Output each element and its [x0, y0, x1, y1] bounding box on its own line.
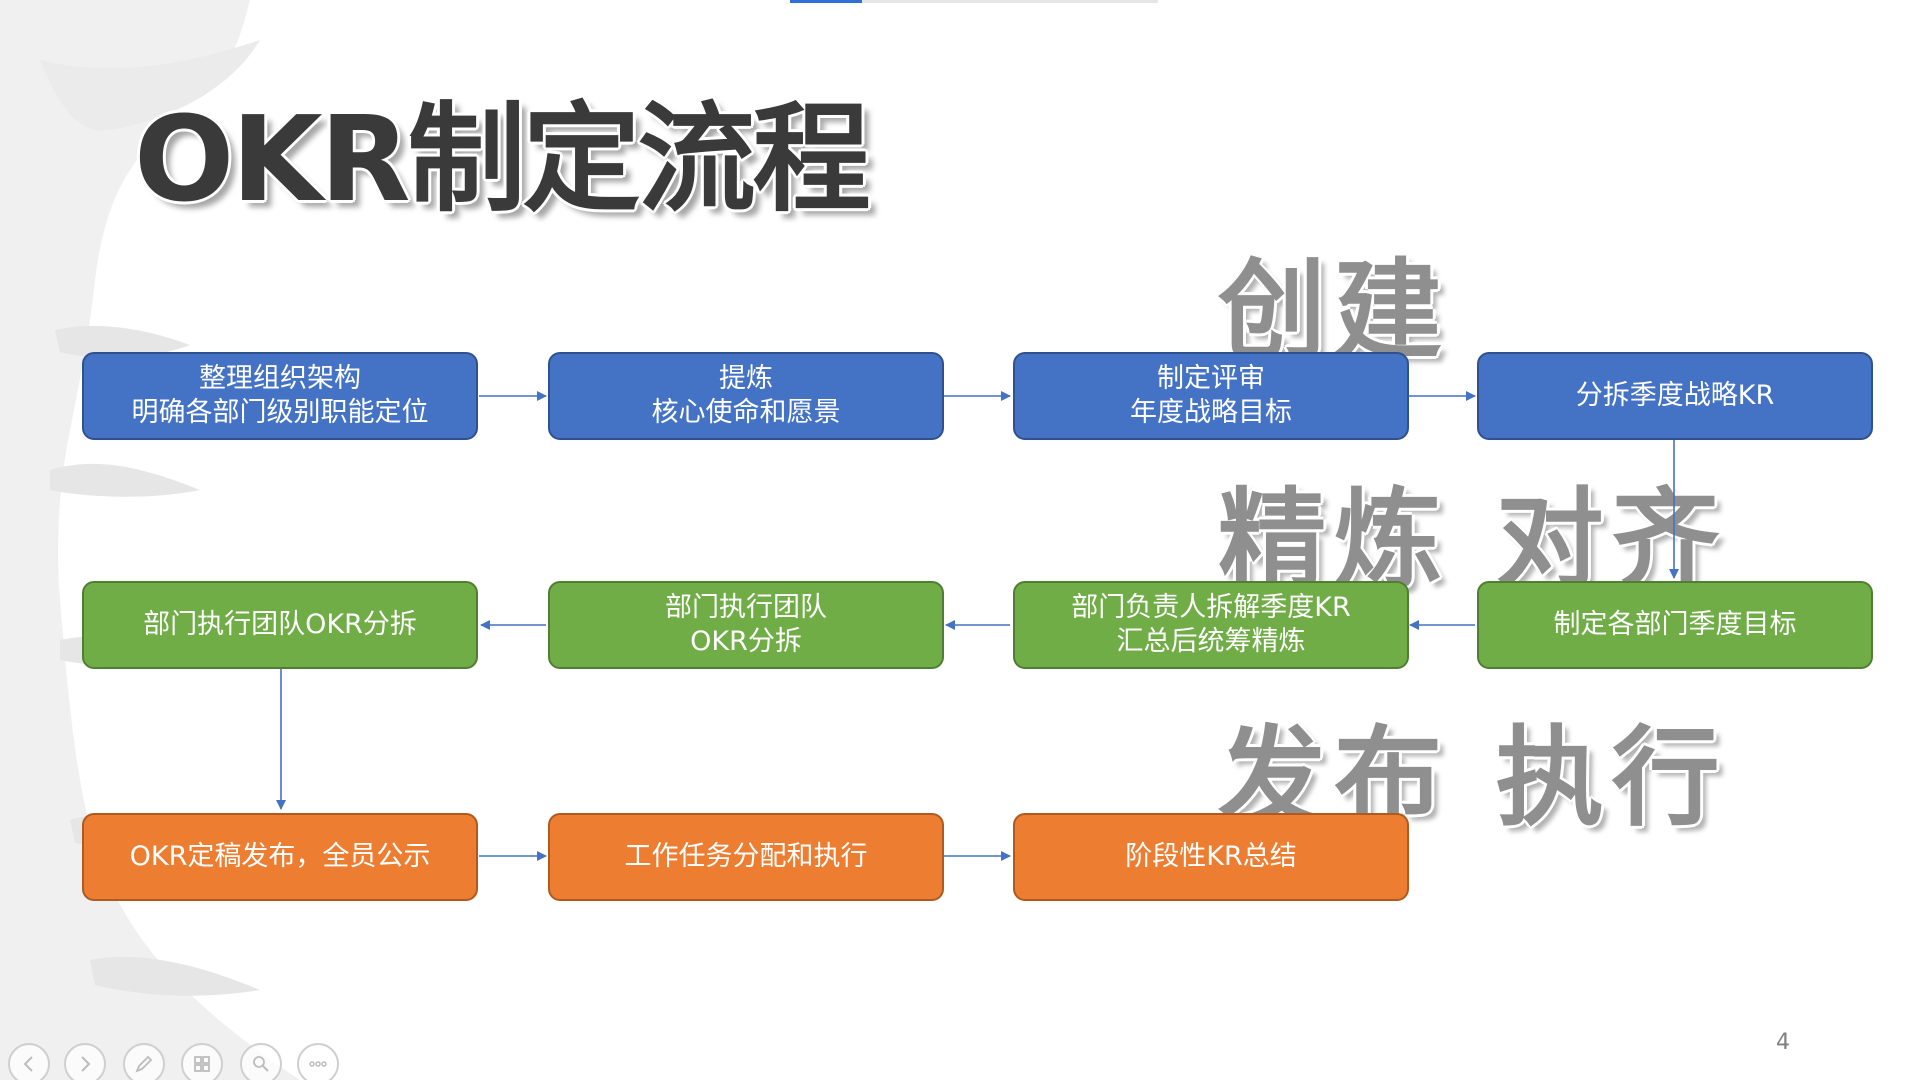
step-text: 汇总后统筹精炼 — [1116, 626, 1306, 657]
step-text: 分拆季度战略KR — [1575, 380, 1775, 411]
previous-button[interactable] — [8, 1043, 50, 1080]
step-text: 年度战略目标 — [1130, 397, 1292, 428]
step-text: 工作任务分配和执行 — [624, 841, 868, 872]
next-button[interactable] — [64, 1043, 106, 1080]
step-text: 部门执行团队 — [665, 592, 827, 623]
pen-button[interactable] — [123, 1043, 165, 1080]
step-box-refine-mission[interactable]: 提炼 核心使命和愿景 — [548, 352, 944, 440]
slides-grid-button[interactable] — [181, 1043, 223, 1080]
step-text: 部门执行团队OKR分拆 — [143, 609, 417, 640]
slides-grid-icon — [194, 1056, 210, 1072]
stage-label-refine-align: 精炼 对齐 — [1218, 478, 1728, 603]
step-box-task-execution[interactable]: 工作任务分配和执行 — [548, 813, 944, 901]
step-text: 制定各部门季度目标 — [1553, 609, 1797, 640]
step-text: 部门负责人拆解季度KR — [1071, 592, 1351, 623]
top-progress-indicator — [790, 0, 862, 3]
step-box-organize-structure[interactable]: 整理组织架构 明确各部门级别职能定位 — [82, 352, 478, 440]
next-icon — [81, 1056, 91, 1072]
zoom-button[interactable] — [240, 1043, 282, 1080]
more-icon — [309, 1061, 327, 1067]
step-text: OKR分拆 — [690, 626, 802, 657]
step-box-kr-summary[interactable]: 阶段性KR总结 — [1013, 813, 1409, 901]
pen-icon — [135, 1055, 153, 1073]
step-box-dept-kr-breakdown[interactable]: 部门负责人拆解季度KR 汇总后统筹精炼 — [1013, 581, 1409, 669]
step-text: 提炼 — [719, 363, 773, 394]
stage-label-create: 创建 — [1218, 249, 1451, 374]
more-button[interactable] — [297, 1043, 339, 1080]
top-progress-strip — [790, 0, 1158, 3]
step-box-okr-publish[interactable]: OKR定稿发布，全员公示 — [82, 813, 478, 901]
step-text: OKR定稿发布，全员公示 — [129, 841, 431, 872]
step-text: 制定评审 — [1157, 363, 1265, 394]
zoom-icon — [253, 1056, 269, 1072]
step-text: 阶段性KR总结 — [1125, 841, 1297, 872]
previous-icon — [23, 1056, 33, 1072]
step-text: 整理组织架构 — [199, 363, 361, 394]
step-box-team-okr-split[interactable]: 部门执行团队OKR分拆 — [82, 581, 478, 669]
step-box-dept-quarter-goals[interactable]: 制定各部门季度目标 — [1477, 581, 1873, 669]
step-text: 核心使命和愿景 — [651, 397, 841, 428]
page-number: 4 — [1776, 1030, 1790, 1055]
page-title: OKR制定流程 — [134, 90, 871, 228]
step-box-annual-goals[interactable]: 制定评审 年度战略目标 — [1013, 352, 1409, 440]
step-box-team-okr-split-2[interactable]: 部门执行团队 OKR分拆 — [548, 581, 944, 669]
step-box-quarterly-kr[interactable]: 分拆季度战略KR — [1477, 352, 1873, 440]
step-text: 明确各部门级别职能定位 — [131, 397, 429, 428]
